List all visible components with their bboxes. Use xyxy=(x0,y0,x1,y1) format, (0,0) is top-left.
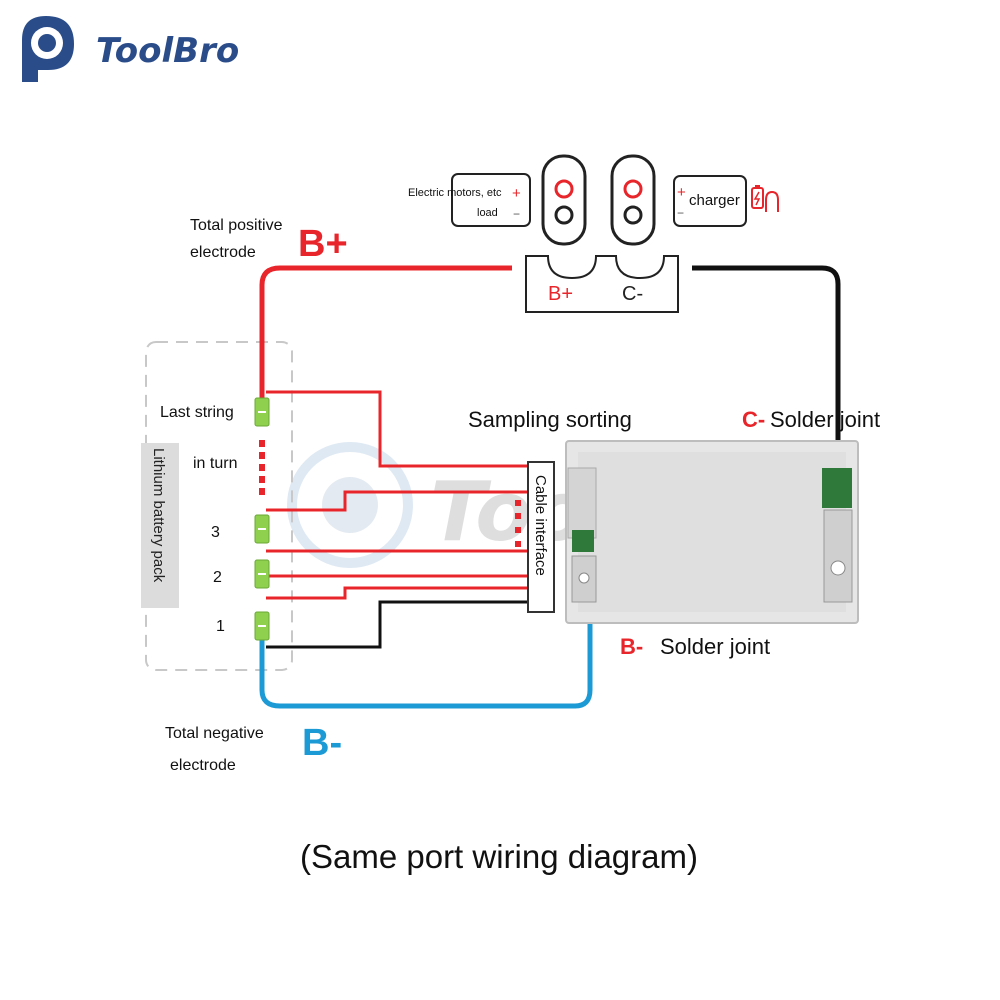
c-solder-text: Solder joint xyxy=(770,407,880,432)
battery-charging-icon xyxy=(751,185,779,212)
b-plus-wire xyxy=(259,265,512,400)
bms-board xyxy=(565,440,859,624)
cell-1 xyxy=(254,611,270,641)
cable-interface-label: Cable interface xyxy=(532,475,549,576)
interface-dots xyxy=(515,500,521,547)
brand-name: ToolBro xyxy=(96,31,239,71)
c-minus-pad xyxy=(823,509,853,603)
load-label-line2: load xyxy=(477,207,498,219)
battery-pack-label-bg xyxy=(141,443,179,608)
c-minus-wire xyxy=(692,265,841,578)
port-box xyxy=(525,255,679,313)
charger-plus-sign: + xyxy=(677,184,686,201)
battery-pack-label: Lithium battery pack xyxy=(150,448,167,583)
board-pcb-left xyxy=(572,530,594,552)
charger-minus-sign: − xyxy=(677,206,684,220)
cell-3 xyxy=(254,514,270,544)
total-positive-line2: electrode xyxy=(190,244,256,261)
toolbro-logo-icon xyxy=(22,16,74,82)
b-solder-text: Solder joint xyxy=(660,634,770,659)
caption: (Same port wiring diagram) xyxy=(300,838,698,875)
b-solder-prefix: B- xyxy=(620,634,643,659)
board-pcb-right xyxy=(822,468,852,508)
c-solder-prefix: C- xyxy=(742,407,765,432)
load-plus-sign: + xyxy=(512,185,521,202)
cell-2 xyxy=(254,559,270,589)
last-string-label: Last string xyxy=(160,404,234,421)
b-minus-wire xyxy=(259,605,593,709)
board-connector xyxy=(567,467,597,539)
charger-label: charger xyxy=(689,192,740,209)
b-plus-label: B+ xyxy=(298,223,348,265)
cell-2-label: 2 xyxy=(213,569,222,586)
plug-charger xyxy=(610,154,656,246)
total-negative-line2: electrode xyxy=(170,757,236,774)
total-negative-line1: Total negative xyxy=(165,725,264,742)
in-turn-label: in turn xyxy=(193,455,237,472)
sampling-sorting-label: Sampling sorting xyxy=(468,407,632,432)
load-label-line1: Electric motors, etc xyxy=(408,187,502,199)
in-turn-dots xyxy=(259,440,265,495)
sampling-wire-negative xyxy=(266,600,528,649)
cell-last-string xyxy=(254,397,270,427)
cell-3-label: 3 xyxy=(211,524,220,541)
plug-load xyxy=(541,154,587,246)
cable-interface-box xyxy=(527,461,555,613)
total-positive-line1: Total positive xyxy=(190,217,283,234)
port-c-minus-label: C- xyxy=(622,283,643,305)
port-b-plus-label: B+ xyxy=(548,283,573,305)
charger-box xyxy=(673,175,747,227)
load-box xyxy=(451,173,531,227)
load-minus-sign: − xyxy=(513,207,520,221)
b-minus-label: B- xyxy=(302,722,342,764)
cell-1-label: 1 xyxy=(216,618,225,635)
sampling-wires xyxy=(266,390,528,600)
